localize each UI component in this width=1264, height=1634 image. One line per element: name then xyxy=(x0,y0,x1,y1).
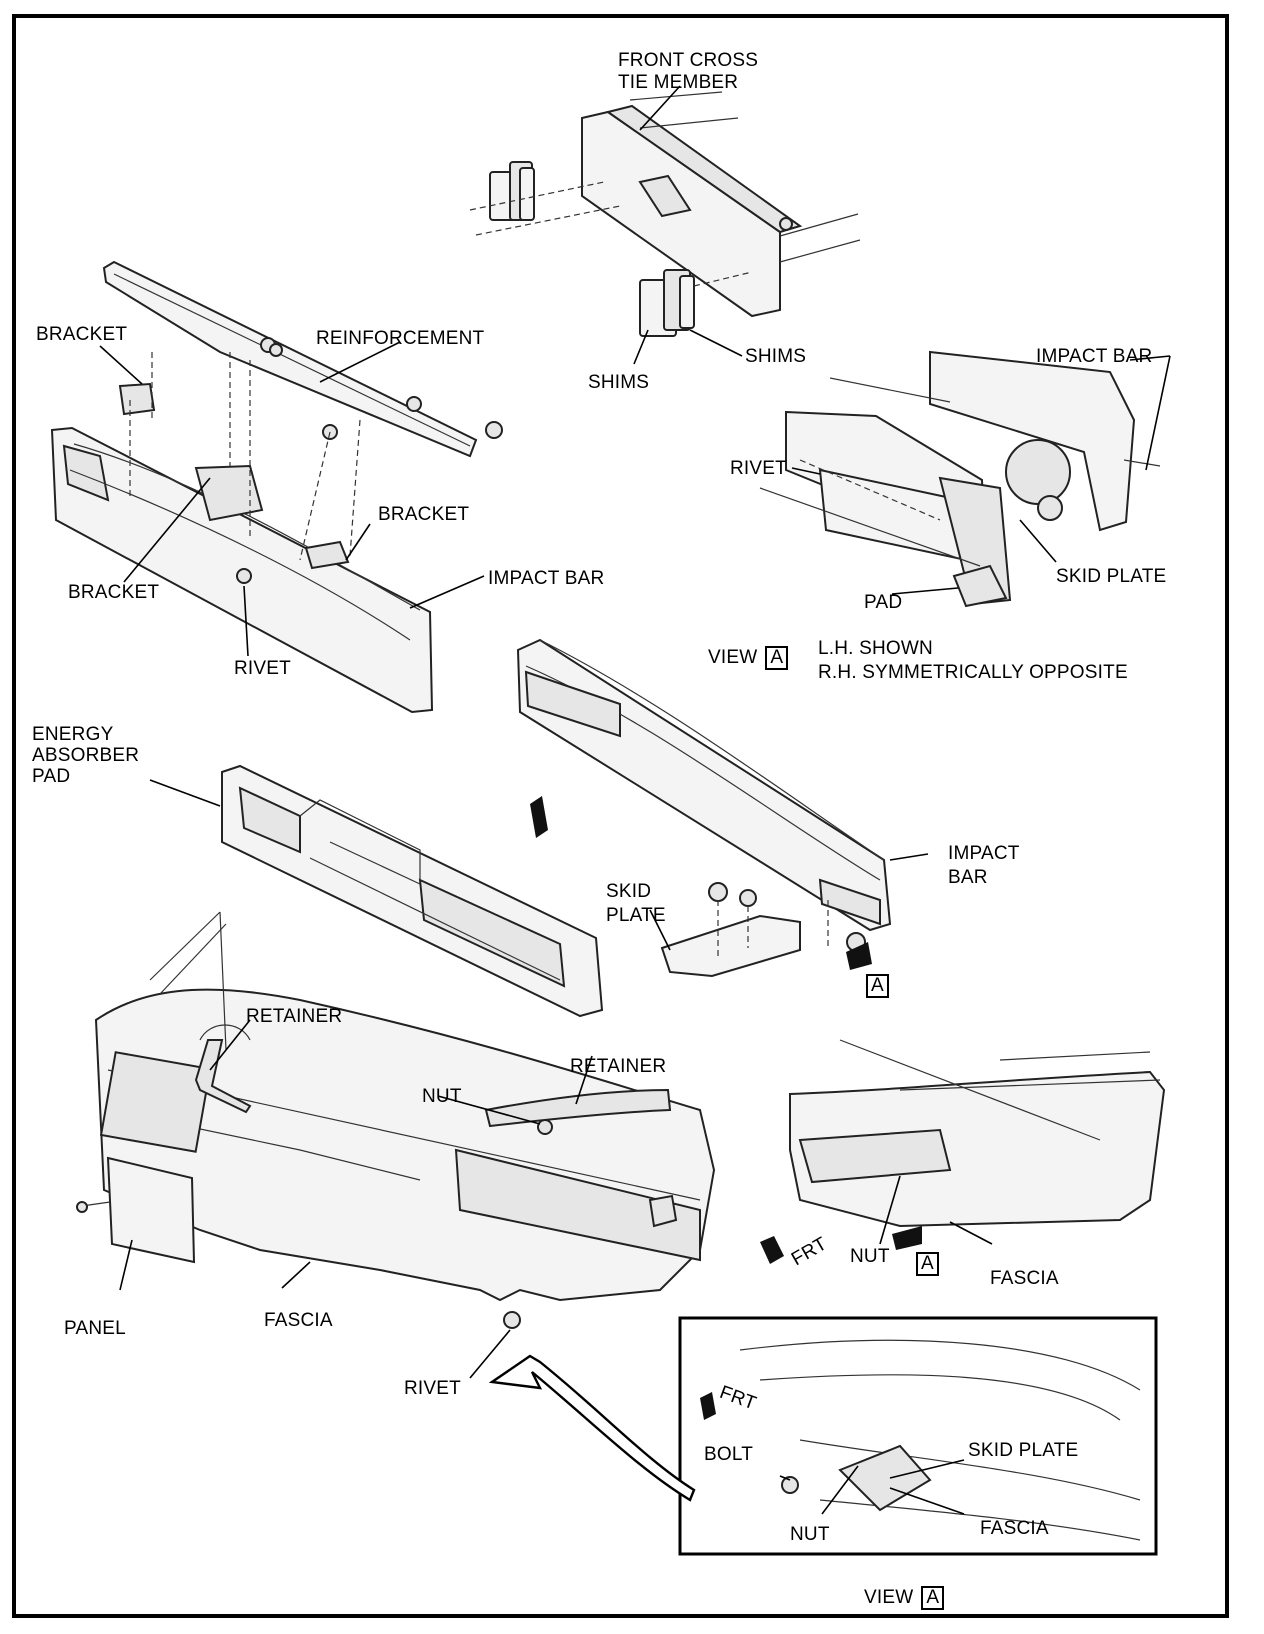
leader-lines xyxy=(99,85,1171,1515)
label-impact-bar-center: IMPACT BAR xyxy=(948,843,1020,888)
label-rh-opposite: R.H. SYMMETRICALLY OPPOSITE xyxy=(818,662,1128,683)
label-retainer-left: RETAINER xyxy=(246,1006,343,1027)
label-energy-absorber-pad: ENERGY ABSORBER PAD xyxy=(32,724,140,787)
view-a-inset xyxy=(678,1316,1158,1556)
retainer-left-part xyxy=(194,1039,252,1114)
label-impact-bar-top-right: IMPACT BAR xyxy=(1036,346,1153,367)
label-rivet-bottom: RIVET xyxy=(404,1378,461,1399)
fascia-side-view xyxy=(789,1039,1166,1228)
skid-plate-center-part xyxy=(660,882,866,978)
label-bracket-top: BRACKET xyxy=(36,324,128,345)
impact-bar-left-part xyxy=(50,352,434,714)
label-shims-right: SHIMS xyxy=(745,346,807,367)
label-pad: PAD xyxy=(864,592,903,613)
label-skid-plate-inset: SKID PLATE xyxy=(968,1440,1079,1461)
view-a-arrow-right xyxy=(892,1226,922,1250)
label-fascia-left: FASCIA xyxy=(264,1310,333,1331)
label-shims-left: SHIMS xyxy=(588,372,650,393)
label-fascia-inset: FASCIA xyxy=(980,1518,1049,1539)
label-arrow-a-center: A xyxy=(866,974,889,998)
view-a-box-bottom: A xyxy=(921,1586,945,1610)
front-cross-tie-member xyxy=(581,91,861,318)
label-bracket-mid: BRACKET xyxy=(378,504,470,525)
label-bolt: BOLT xyxy=(704,1444,754,1465)
label-lh-shown: L.H. SHOWN xyxy=(818,638,933,659)
panel-part xyxy=(106,1156,196,1264)
label-reinforcement: REINFORCEMENT xyxy=(316,328,485,349)
fascia-front-view xyxy=(94,911,716,1329)
label-fascia-right: FASCIA xyxy=(990,1268,1059,1289)
impact-bar-center-part xyxy=(516,638,892,932)
label-panel: PANEL xyxy=(64,1318,126,1339)
label-bracket-left: BRACKET xyxy=(68,582,160,603)
shims-lower xyxy=(639,269,753,337)
label-rivet-left: RIVET xyxy=(234,658,291,679)
label-skid-plate-top-right: SKID PLATE xyxy=(1056,566,1167,587)
view-a-box-center: A xyxy=(866,974,889,998)
front-direction-arrow-upper xyxy=(530,796,548,838)
view-a-box-top: A xyxy=(765,646,789,670)
label-nut-right: NUT xyxy=(850,1246,890,1267)
label-front-cross-tie-member: FRONT CROSS TIE MEMBER xyxy=(618,50,759,93)
label-nut-inset: NUT xyxy=(790,1524,830,1545)
view-a-box-right: A xyxy=(916,1252,939,1276)
label-nut-center: NUT xyxy=(422,1086,462,1107)
detail-callout-arrow xyxy=(488,1354,696,1502)
view-a-upper-detail xyxy=(759,350,1161,608)
label-impact-bar-left: IMPACT BAR xyxy=(488,568,605,589)
front-direction-arrow-right xyxy=(760,1236,784,1264)
label-retainer-right: RETAINER xyxy=(570,1056,667,1077)
reinforcement-part xyxy=(102,260,503,458)
retainer-right-part xyxy=(484,1088,672,1128)
label-arrow-a-right: A xyxy=(916,1252,939,1276)
energy-absorber-pad-part xyxy=(221,764,604,1018)
label-rivet-view-a-top: RIVET xyxy=(730,458,787,479)
label-skid-plate-center: SKID PLATE xyxy=(606,881,666,926)
diagram-frame xyxy=(12,14,1229,1618)
view-a-arrow-center xyxy=(846,942,872,970)
shims-upper xyxy=(469,161,621,236)
